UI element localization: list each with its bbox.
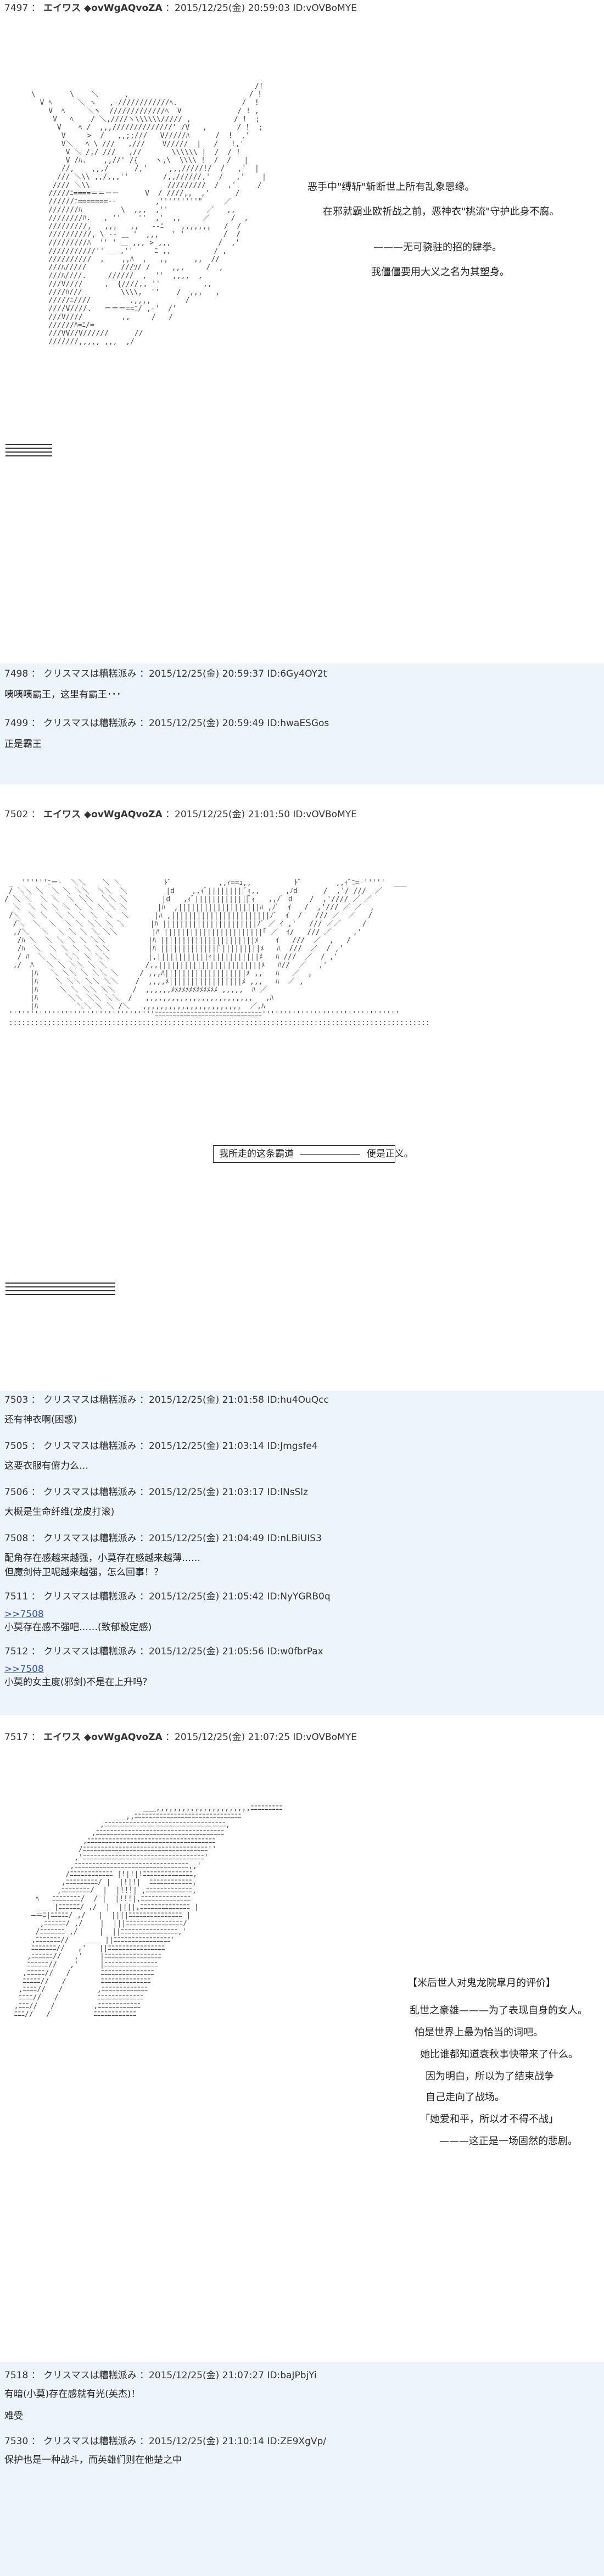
post-header: 7497 ： エイワス ◆ovWgAQvoZA ：2015/12/25(金) 2… xyxy=(4,3,357,14)
post-header: 7517 ： エイワス ◆ovWgAQvoZA ：2015/12/25(金) 2… xyxy=(4,1732,357,1743)
poster-name: エイワス ◆ovWgAQvoZA xyxy=(43,1732,163,1743)
scene1-line-4: 我僵僵要用大义之名为其塑身。 xyxy=(371,266,510,278)
post-header: 7511 ： クリスマスは糟糕派み ：2015/12/25(金) 21:05:4… xyxy=(4,1591,331,1602)
post-header: 7502 ： エイワス ◆ovWgAQvoZA ：2015/12/25(金) 2… xyxy=(4,809,357,820)
quote-link[interactable]: >>7508 xyxy=(4,1609,44,1620)
post-7502: 7502 ： エイワス ◆ovWgAQvoZA ：2015/12/25(金) 2… xyxy=(0,807,604,822)
post-meta: 2015/12/25(金) 20:59:37 ID:6Gy4OY2t xyxy=(148,668,327,679)
post-text: 正是霸王 xyxy=(4,739,42,750)
post-header: 7499 ： クリスマスは糟糕派み ：2015/12/25(金) 20:59:4… xyxy=(4,718,329,729)
ascii-art-scene-1: /! \ \ ＼ , / ! V ﾍ ＼ ヽ ,-////////////ﾍ. … xyxy=(31,82,266,346)
speed-lines xyxy=(5,1283,115,1298)
post-header: 7508 ： クリスマスは糟糕派み ：2015/12/25(金) 21:04:4… xyxy=(4,1533,322,1544)
scene3-line-5: 自己走向了战场。 xyxy=(426,2092,505,2103)
scene1-line-1: 恶手中"缚斩"斩断世上所有乱象恩缘。 xyxy=(307,181,475,193)
post-header: 7503 ： クリスマスは糟糕派み ：2015/12/25(金) 21:01:5… xyxy=(4,1395,329,1406)
scene3-line-4: 因为明白，所以为了结束战争 xyxy=(426,2071,554,2082)
post-header: 7505 ： クリスマスは糟糕派み ：2015/12/25(金) 21:03:1… xyxy=(4,1441,318,1452)
post-header: 7518 ： クリスマスは糟糕派み ：2015/12/25(金) 21:07:2… xyxy=(4,2370,317,2381)
scene1-line-3: ———无可骁驻的招的肆拳。 xyxy=(373,242,502,253)
post-meta: 2015/12/25(金) 21:01:58 ID:hu4OuQcc xyxy=(148,1395,329,1406)
post-text: 小莫存在感不强吧……(致郁設定感) xyxy=(4,1622,152,1633)
scene2-text-left: 我所走的这条霸道 xyxy=(219,1148,294,1159)
post-number: 7508 xyxy=(4,1533,29,1544)
poster-name: エイワス ◆ovWgAQvoZA xyxy=(43,3,163,14)
poster-name: クリスマスは糟糕派み xyxy=(43,718,137,729)
scene3-line-2: 怕是世界上最为恰当的词吧。 xyxy=(415,2027,543,2038)
post-meta: 2015/12/25(金) 21:04:49 ID:nLBiUIS3 xyxy=(148,1533,322,1544)
post-header: 7498 ： クリスマスは糟糕派み ：2015/12/25(金) 20:59:3… xyxy=(4,668,327,679)
poster-name: クリスマスは糟糕派み xyxy=(43,1591,137,1602)
post-text: 大概是生命纤维(龙皮打滚) xyxy=(4,1507,115,1518)
reply-block-3: 7518 ： クリスマスは糟糕派み ：2015/12/25(金) 21:07:2… xyxy=(0,2362,604,2576)
scene3-line-3: 她比谁都知道衰秋事快带来了什么。 xyxy=(420,2049,578,2060)
post-meta: 2015/12/25(金) 21:05:56 ID:w0fbrPax xyxy=(148,1646,323,1657)
post-header: 7512 ： クリスマスは糟糕派み ：2015/12/25(金) 21:05:5… xyxy=(4,1646,323,1657)
post-header: 7530 ： クリスマスは糟糕派み ：2015/12/25(金) 21:10:1… xyxy=(4,2436,327,2447)
quote-link[interactable]: >>7508 xyxy=(4,1664,44,1675)
scene1-line-2: 在邪就霸业欧祈战之前，恶神衣"桃流"守护此身不腐。 xyxy=(323,206,560,218)
dash-line xyxy=(300,1153,361,1155)
scene2-dialogue-box: 我所走的这条霸道 便是正义。 xyxy=(213,1145,413,1163)
scene3-line-6: 「她爱和平，所以才不得不战」 xyxy=(420,2114,558,2125)
poster-name: クリスマスは糟糕派み xyxy=(43,1395,137,1406)
poster-name: クリスマスは糟糕派み xyxy=(43,2436,137,2447)
post-number: 7497 xyxy=(4,3,29,14)
post-number: 7499 xyxy=(4,718,29,729)
post-meta: 2015/12/25(金) 21:01:50 ID:vOVBoMYE xyxy=(175,809,357,820)
post-7517: 7517 ： エイワス ◆ovWgAQvoZA ：2015/12/25(金) 2… xyxy=(0,1730,604,1744)
scene3-title: 【米后世人对鬼龙院皐月的评价】 xyxy=(407,1977,556,1989)
post-meta: 2015/12/25(金) 21:03:17 ID:lNsSlz xyxy=(148,1487,308,1498)
post-number: 7511 xyxy=(4,1591,29,1602)
post-text: 难受 xyxy=(4,2411,23,2422)
post-text: 配角存在感越来越强，小莫存在感越来越薄…… 但魔剑侍卫呢越来越强，怎么回事！？ xyxy=(4,1553,200,1578)
post-number: 7506 xyxy=(4,1487,29,1498)
post-meta: 2015/12/25(金) 21:05:42 ID:NyYGRB0q xyxy=(148,1591,331,1602)
post-meta: 2015/12/25(金) 21:03:14 ID:Jmgsfe4 xyxy=(148,1441,318,1452)
post-number: 7512 xyxy=(4,1646,29,1657)
poster-name: クリスマスは糟糕派み xyxy=(43,1646,137,1657)
post-meta: 2015/12/25(金) 21:07:27 ID:baJPbjYi xyxy=(148,2370,317,2381)
reply-block-1: 7498 ： クリスマスは糟糕派み ：2015/12/25(金) 20:59:3… xyxy=(0,663,604,784)
post-text: 咦咦咦霸王，这里有霸王･･･ xyxy=(4,689,121,700)
poster-name: クリスマスは糟糕派み xyxy=(43,1533,137,1544)
scene3-line-7: ———这正是一场固然的悲剧。 xyxy=(439,2135,578,2147)
post-number: 7498 xyxy=(4,668,29,679)
scene2-text-right: 便是正义。 xyxy=(366,1148,413,1159)
poster-name: クリスマスは糟糕派み xyxy=(43,1487,137,1498)
poster-name: クリスマスは糟糕派み xyxy=(43,2370,137,2381)
post-number: 7502 xyxy=(4,809,29,820)
post-text: 这要衣服有俯力么… xyxy=(4,1460,88,1471)
ascii-art-scene-2: _ ''''''ﾆ＝- ＼＼ ＼ ＼ ﾄﾞ ,,ｨ==ｭ,, ﾄﾞ ,,ｨﾞﾆ=… xyxy=(4,879,430,1027)
post-number: 7517 xyxy=(4,1732,29,1743)
poster-name: エイワス ◆ovWgAQvoZA xyxy=(43,809,163,820)
post-meta: 2015/12/25(金) 21:07:25 ID:vOVBoMYE xyxy=(175,1732,357,1743)
post-text: 保护也是一种战斗，而英雄们则在他楚之中 xyxy=(4,2455,182,2466)
post-meta: 2015/12/25(金) 20:59:03 ID:vOVBoMYE xyxy=(175,3,357,14)
speed-lines xyxy=(5,444,52,459)
post-header: 7506 ： クリスマスは糟糕派み ：2015/12/25(金) 21:03:1… xyxy=(4,1487,308,1498)
post-number: 7503 xyxy=(4,1395,29,1406)
post-number: 7518 xyxy=(4,2370,29,2381)
post-text: 小莫的女主度(邪剑)不是在上升吗？ xyxy=(4,1677,152,1688)
post-text: 有暗(小莫)存在感就有光(英杰)！ xyxy=(4,2389,141,2400)
ascii-art-scene-3: ___,,,,,,,,,,,,,,,,,,,,,,ﾆﾆﾆﾆﾆﾆﾆﾆﾆ ___,,… xyxy=(14,1804,283,2019)
poster-name: クリスマスは糟糕派み xyxy=(43,1441,137,1452)
scene3-line-1: 乱世之豪雄———为了表现自身的女人。 xyxy=(410,2005,588,2016)
post-number: 7530 xyxy=(4,2436,29,2447)
reply-block-2: 7503 ： クリスマスは糟糕派み ：2015/12/25(金) 21:01:5… xyxy=(0,1391,604,1715)
post-meta: 2015/12/25(金) 20:59:49 ID:hwaESGos xyxy=(148,718,329,729)
poster-name: クリスマスは糟糕派み xyxy=(43,668,137,679)
post-number: 7505 xyxy=(4,1441,29,1452)
post-7497: 7497 ： エイワス ◆ovWgAQvoZA ：2015/12/25(金) 2… xyxy=(0,1,604,15)
post-meta: 2015/12/25(金) 21:10:14 ID:ZE9XgVp/ xyxy=(148,2436,327,2447)
post-text: 还有神衣啊(困惑) xyxy=(4,1414,77,1425)
